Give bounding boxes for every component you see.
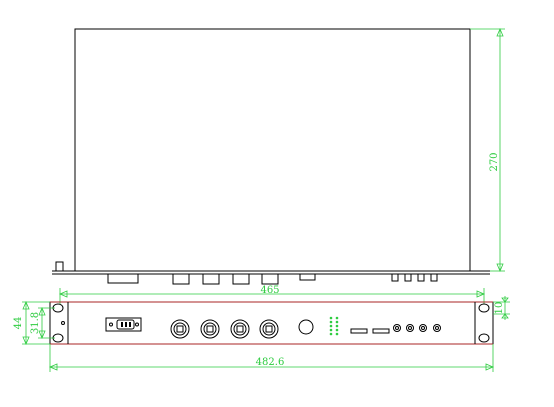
hole-spacing-dimension: 31.8 — [30, 306, 55, 340]
outer-width-dimension: 482.6 — [48, 344, 495, 372]
xlr-connector-1 — [170, 319, 190, 339]
rack-hole-bottom-right — [478, 333, 490, 343]
display-window-2 — [372, 328, 390, 334]
display-window-1 — [350, 328, 368, 334]
hole-spacing-label: 31.8 — [30, 312, 41, 334]
xlr-connectors-top — [172, 273, 279, 285]
height-label: 44 — [13, 317, 24, 330]
height-dimension: 44 — [13, 300, 50, 346]
inner-width-dimension: 465 — [58, 285, 486, 304]
power-button — [298, 319, 314, 335]
switch-top — [299, 273, 316, 281]
xlr-top-3 — [232, 273, 250, 285]
knob-top-4 — [430, 273, 438, 282]
xlr-top-4 — [261, 273, 279, 285]
knob-2 — [406, 324, 414, 332]
knob-4 — [433, 324, 441, 332]
inner-width-label: 465 — [260, 285, 279, 296]
xlr-connector-2 — [200, 319, 220, 339]
rack-hole-top-right — [478, 303, 490, 313]
xlr-connector-4 — [259, 319, 279, 339]
knobs-top — [391, 273, 438, 282]
top-view-body — [74, 28, 471, 272]
indicator-dot — [61, 321, 65, 325]
depth-dimension: 270 — [470, 27, 505, 273]
xlr-top-2 — [202, 273, 220, 285]
outer-width-label: 482.6 — [256, 357, 285, 368]
ear-height-label: 10 — [494, 302, 505, 315]
knob-3 — [419, 324, 427, 332]
knob-1 — [393, 324, 401, 332]
top-view: 270 — [52, 27, 505, 285]
depth-label: 270 — [489, 152, 500, 171]
control-knobs — [393, 324, 441, 332]
ear-height-dimension: 10 — [493, 296, 510, 320]
knob-top-2 — [404, 273, 412, 282]
power-inlet — [105, 317, 142, 332]
knob-top-3 — [417, 273, 425, 282]
xlr-top-1 — [172, 273, 190, 285]
knob-top-1 — [391, 273, 399, 282]
xlr-connector-3 — [230, 319, 250, 339]
handle-post — [55, 261, 64, 272]
front-view — [49, 301, 494, 345]
power-inlet-top — [107, 273, 139, 284]
led-indicators — [329, 316, 339, 336]
